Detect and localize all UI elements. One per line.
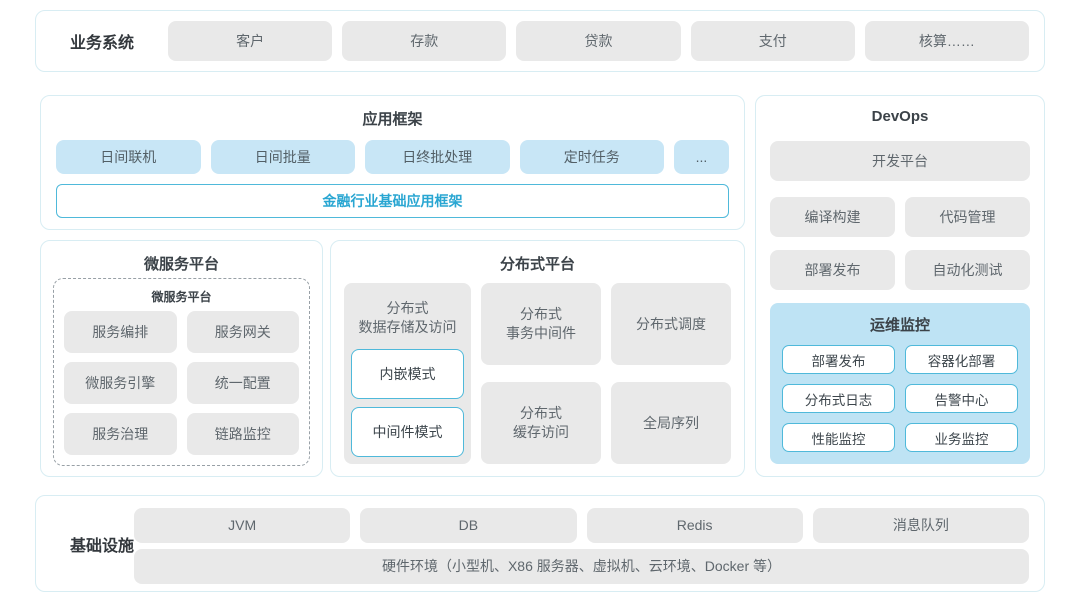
- business-item-accounting: 核算……: [864, 21, 1030, 61]
- app-framework-items: 日间联机 日间批量 日终批处理 定时任务 ...: [56, 140, 729, 174]
- item-distributed-transaction-middleware: 分布式 事务中间件: [481, 283, 601, 365]
- business-item-loan: 贷款: [516, 21, 681, 61]
- hardware-environment-bar: 硬件环境（小型机、X86 服务器、虚拟机、云环境、Docker 等）: [134, 549, 1029, 584]
- item-jvm: JVM: [134, 508, 351, 543]
- distributed-panel: 分布式平台 分布式 数据存储及访问 内嵌模式 中间件模式 分布式 事务中间件 分…: [330, 240, 745, 477]
- item-embedded-mode: 内嵌模式: [351, 348, 464, 399]
- business-item-customer: 客户: [168, 21, 333, 61]
- business-item-payment: 支付: [690, 21, 855, 61]
- distributed-storage-modes: 内嵌模式 中间件模式: [351, 348, 464, 457]
- item-unified-config: 统一配置: [186, 362, 299, 404]
- microservice-inner-box: 微服务平台 服务编排 服务网关 微服务引擎 统一配置 服务治理 链路监控: [53, 278, 310, 466]
- devops-title: DevOps: [871, 108, 929, 125]
- item-distributed-cache-access: 分布式 缓存访问: [481, 382, 601, 464]
- distributed-storage-title: 分布式 数据存储及访问: [358, 300, 457, 335]
- item-alert-center: 告警中心: [905, 384, 1018, 413]
- app-framework-panel: 应用框架 日间联机 日间批量 日终批处理 定时任务 ... 金融行业基础应用框架: [40, 95, 745, 230]
- devops-row-2: 部署发布 自动化测试: [770, 250, 1030, 290]
- ops-monitoring-box: 运维监控 部署发布 容器化部署 分布式日志 告警中心 性能监控 业务监控: [770, 303, 1030, 464]
- item-automated-testing: 自动化测试: [905, 250, 1030, 290]
- item-scheduled-task: 定时任务: [519, 140, 664, 174]
- item-service-gateway: 服务网关: [186, 311, 299, 353]
- business-systems-items: 客户 存款 贷款 支付 核算……: [168, 21, 1030, 61]
- app-framework-title: 应用框架: [362, 111, 423, 128]
- business-item-deposit: 存款: [342, 21, 507, 61]
- microservice-grid: 服务编排 服务网关 微服务引擎 统一配置 服务治理 链路监控: [64, 311, 299, 455]
- ops-monitoring-title: 运维监控: [869, 317, 930, 334]
- ops-monitoring-grid: 部署发布 容器化部署 分布式日志 告警中心 性能监控 业务监控: [782, 345, 1018, 452]
- distributed-title: 分布式平台: [499, 256, 575, 273]
- item-distributed-scheduling: 分布式调度: [611, 283, 731, 365]
- item-link-monitoring: 链路监控: [186, 413, 299, 455]
- microservice-inner-title: 微服务平台: [151, 290, 212, 304]
- item-business-monitoring: 业务监控: [905, 423, 1018, 452]
- item-distributed-logging: 分布式日志: [782, 384, 895, 413]
- item-service-orchestration: 服务编排: [64, 311, 177, 353]
- item-eod-batch: 日终批处理: [365, 140, 510, 174]
- item-more: ...: [674, 140, 729, 174]
- infrastructure-label: 基础设施: [69, 537, 134, 555]
- devops-row-1: 编译构建 代码管理: [770, 197, 1030, 237]
- distributed-storage-box: 分布式 数据存储及访问 内嵌模式 中间件模式: [344, 283, 471, 464]
- infrastructure-items: JVM DB Redis 消息队列: [134, 508, 1029, 543]
- microservice-title: 微服务平台: [143, 256, 219, 273]
- item-code-management: 代码管理: [905, 197, 1030, 237]
- item-compile-build: 编译构建: [770, 197, 895, 237]
- devops-panel: DevOps 开发平台 编译构建 代码管理 部署发布 自动化测试 运维监控 部署…: [755, 95, 1045, 477]
- distributed-right-column: 分布式调度 全局序列: [611, 283, 731, 464]
- microservice-panel: 微服务平台 微服务平台 服务编排 服务网关 微服务引擎 统一配置 服务治理 链路…: [40, 240, 323, 477]
- distributed-middle-column: 分布式 事务中间件 分布式 缓存访问: [481, 283, 601, 464]
- item-daytime-online: 日间联机: [56, 140, 201, 174]
- item-deploy-release: 部署发布: [770, 250, 895, 290]
- distributed-body: 分布式 数据存储及访问 内嵌模式 中间件模式 分布式 事务中间件 分布式 缓存访…: [344, 283, 731, 464]
- item-microservice-engine: 微服务引擎: [64, 362, 177, 404]
- business-systems-panel: 业务系统 客户 存款 贷款 支付 核算……: [35, 10, 1045, 72]
- item-middleware-mode: 中间件模式: [351, 406, 464, 457]
- financial-base-framework-bar: 金融行业基础应用框架: [56, 184, 729, 218]
- infrastructure-panel: 基础设施 JVM DB Redis 消息队列 硬件环境（小型机、X86 服务器、…: [35, 495, 1045, 592]
- item-dev-platform: 开发平台: [770, 141, 1030, 181]
- item-redis: Redis: [586, 508, 803, 543]
- item-global-sequence: 全局序列: [611, 382, 731, 464]
- item-service-governance: 服务治理: [64, 413, 177, 455]
- business-systems-label: 业务系统: [69, 35, 134, 52]
- item-daytime-batch: 日间批量: [210, 140, 355, 174]
- item-db: DB: [360, 508, 577, 543]
- item-monitor-deploy-release: 部署发布: [782, 345, 895, 374]
- item-containerized-deployment: 容器化部署: [905, 345, 1018, 374]
- item-message-queue: 消息队列: [812, 508, 1029, 543]
- item-performance-monitoring: 性能监控: [782, 423, 895, 452]
